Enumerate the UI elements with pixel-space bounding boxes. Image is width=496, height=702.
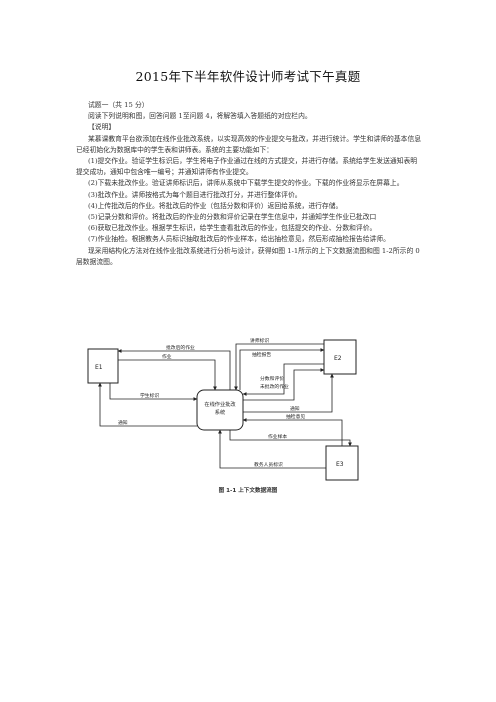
flow-homework [118,359,217,391]
flow-staff-id [218,429,326,469]
flow-notice-left-label: 通知 [118,419,128,426]
function-item: (3)批改作业。讲师按格式为每个题目进行批改打分，并进行整体评价。 [88,190,302,199]
flow-graded-homework [117,349,231,390]
entity-e1 [87,348,119,384]
process-label-line1: 在线作业批改 [204,400,236,408]
flow-check-report-label: 抽检报告 [252,351,271,358]
flow-teacher-id-label: 讲师标识 [250,337,269,344]
flow-check-opinion [242,418,343,446]
document-title: 2015年下半年软件设计师考试下午真题 [135,69,361,84]
function-item: (1)提交作业。验证学生标识后，学生将电子作业通过在线的方式提交，并进行存储。系… [76,157,418,177]
flow-homework-sample [229,430,352,447]
function-item: (4)上传批改后的作业。将批改后的作业（包括分数和评价）返回给系统，进行存储。 [88,201,343,210]
flow-student-id [109,383,198,401]
flow-scores-eval-label: 分数和评价 [260,375,284,382]
context-dataflow-diagram: E1 E2 E3 在线作业批改 系统 批改后的作业 作业 学生标识 通知 讲师标… [87,337,359,481]
flow-notice-right-label: 通知 [290,405,300,412]
entity-e2-label: E2 [334,355,342,362]
flow-check-opinion-label: 抽检意见 [286,413,305,420]
figure-caption: 图 1-1 上下文数据流图 [218,488,278,494]
instruction-text: 阅读下列说明和图，回答问题 1至问题 4，将解答填入答题纸的对应栏内。 [88,112,312,121]
section-label: 【说明】 [88,123,116,132]
entity-e3 [325,445,359,481]
closing-paragraph: 现采用结构化方法对在线作业批改系统进行分析与设计，获得如图 1-1所示的上下文数… [76,246,420,266]
intro-paragraph: 某慕课教育平台欲添加在线作业批改系统，以实现高效的作业提交与批改，并进行统计。学… [76,134,422,154]
entity-e1-label: E1 [95,364,103,371]
flow-notice-to-e2 [243,373,334,413]
flow-staff-id-label: 教务人员标识 [254,461,283,468]
entity-e2 [323,339,357,375]
flow-scores-eval [242,363,324,396]
flow-teacher-id [234,343,324,391]
flow-student-id-label: 学生标识 [140,392,159,399]
entity-e3-label: E3 [336,461,344,468]
flow-check-report [239,348,325,390]
flow-graded-homework-label: 批改后的作业 [166,344,195,351]
function-item: (2)下载未批改作业。验证讲师标识后，讲师从系统中下载学生提交的作业。下载的作业… [88,179,404,188]
function-item: (5)记录分数和评价。将批改后的作业的分数和评价记录在学生信息中，并通知学生作业… [88,213,377,222]
document-body: 试题一（共 15 分） 阅读下列说明和图，回答问题 1至问题 4，将解答填入答题… [76,100,422,268]
function-item: (7)作业抽检。根据教务人员标识抽取批改后的作业样本，给出抽检意见，然后形成抽检… [88,235,390,244]
flow-ungraded-homework-label: 未批改的作业 [260,383,289,390]
flow-ungraded-homework [243,368,325,401]
function-item: (6)获取已批改作业。根据学生标识，给学生查看批改后的作业，包括提交的作业、分数… [88,224,377,233]
flow-notice-to-e1 [98,382,197,427]
flow-homework-label: 作业 [162,353,172,360]
flow-homework-sample-label: 作业样本 [268,433,287,440]
question-header: 试题一（共 15 分） [88,101,149,109]
process-label-line2: 系统 [215,408,225,416]
